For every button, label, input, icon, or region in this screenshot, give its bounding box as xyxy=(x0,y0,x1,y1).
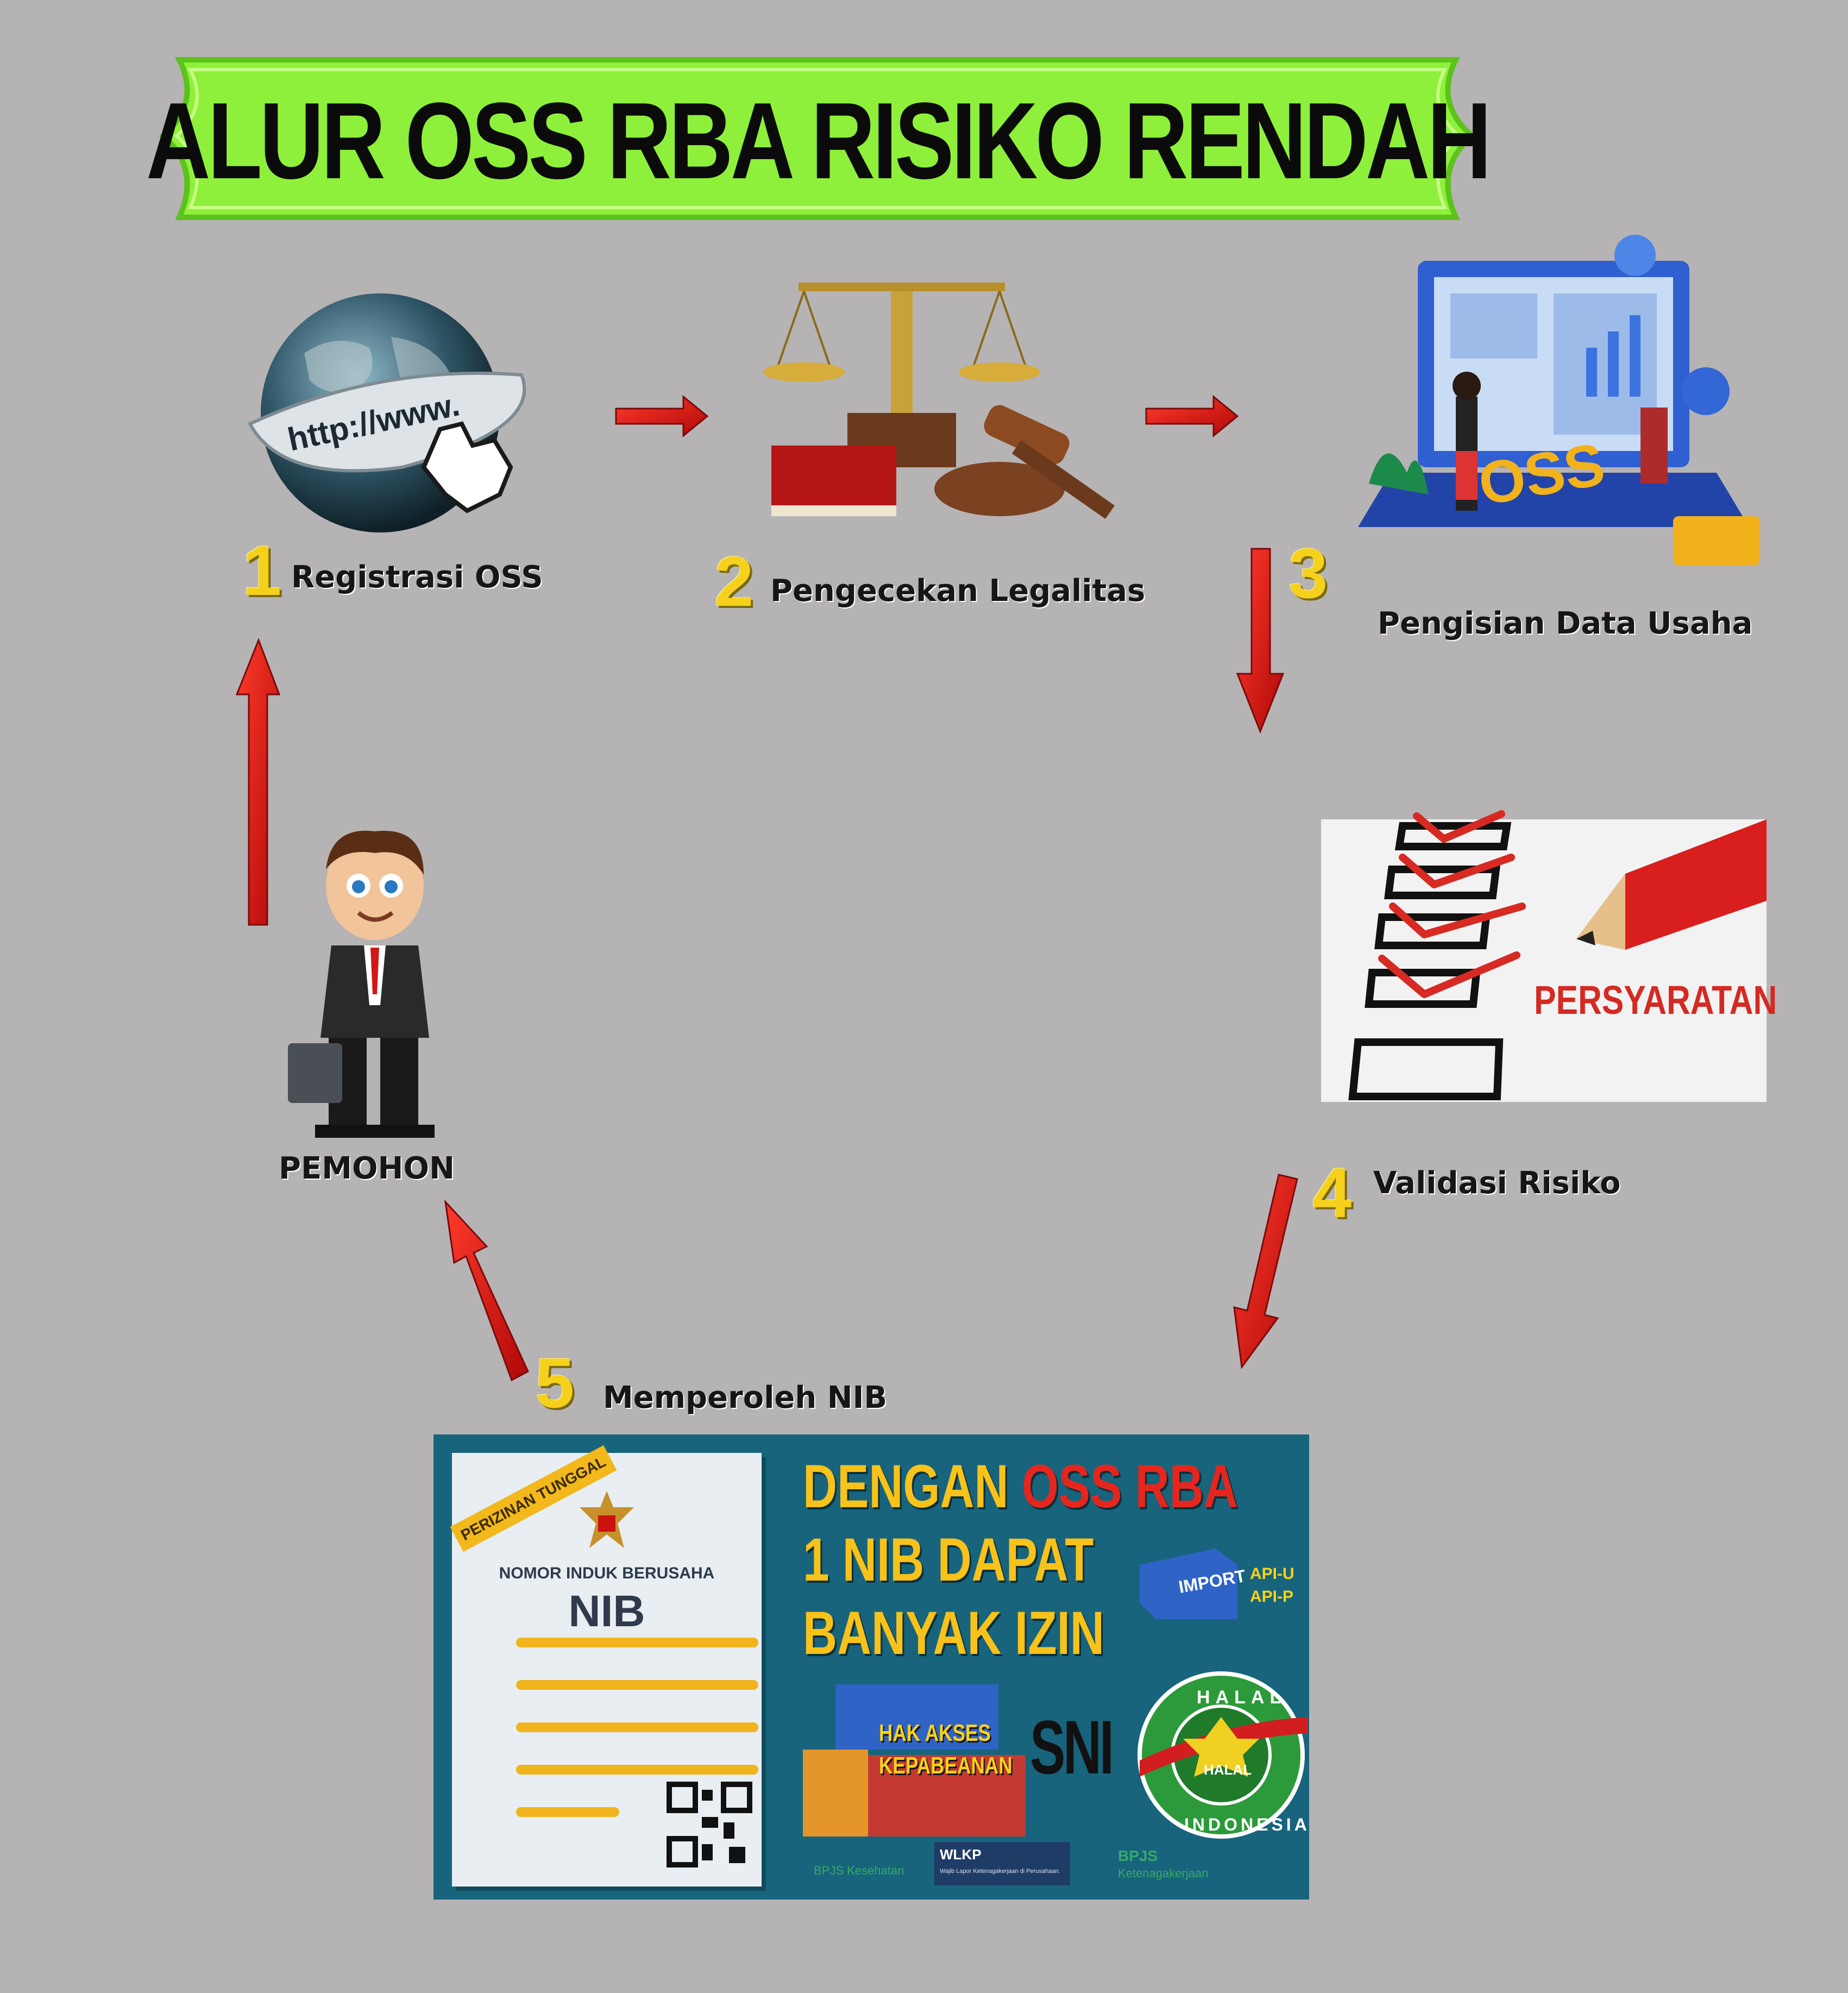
step-3-number: 3 xyxy=(1288,534,1328,613)
arrow-applicant-to-1 xyxy=(235,637,281,926)
businessman-icon xyxy=(288,830,435,1138)
persyaratan-label: PERSYARATAN xyxy=(1534,977,1777,1023)
nib-card: PERIZINAN TUNGGAL NOMOR INDUK BERUSAHA N… xyxy=(450,1445,762,1887)
wlkp-subtitle: Wajib Lapor Ketenagakerjaan di Perusahaa… xyxy=(940,1868,1060,1875)
halal-center-text: HALAL xyxy=(1204,1762,1252,1778)
step-4-number: 4 xyxy=(1312,1153,1352,1232)
bpjs-tk-logo-line-2: Ketenagakerjaan xyxy=(1118,1866,1209,1880)
page-title: ALUR OSS RBA RISIKO RENDAH xyxy=(146,80,1492,202)
oss-laptop-icon: OSS xyxy=(1358,235,1760,565)
arrow-2-to-3 xyxy=(1145,394,1239,438)
bpjs-tk-logo-line-1: BPJS xyxy=(1118,1847,1158,1864)
nib-card-line-5 xyxy=(516,1807,619,1817)
halal-bottom-text: INDONESIA xyxy=(1184,1815,1310,1834)
wlkp-logo: WLKP Wajib Lapor Ketenagakerjaan di Peru… xyxy=(934,1842,1070,1885)
nib-card-line-3 xyxy=(516,1722,758,1732)
nib-card-code: NIB xyxy=(568,1587,645,1636)
api-u-label: API-U xyxy=(1250,1565,1294,1583)
banner-line-2: 1 NIB DAPAT xyxy=(803,1526,1094,1594)
arrow-5-to-applicant xyxy=(444,1199,529,1382)
qr-code-icon xyxy=(667,1782,752,1867)
step-3-label: Pengisian Data Usaha xyxy=(1378,606,1753,641)
nib-banner: PERIZINAN TUNGGAL NOMOR INDUK BERUSAHA N… xyxy=(433,1434,1309,1900)
arrow-3-to-4 xyxy=(1236,548,1285,734)
applicant-label: PEMOHON xyxy=(279,1151,455,1186)
step-2-number: 2 xyxy=(714,542,754,621)
customs-label-2: KEPABEANAN xyxy=(879,1752,1013,1779)
import-container-icon: IMPORT xyxy=(1140,1549,1247,1619)
halal-top-text: HALAL xyxy=(1197,1687,1287,1708)
checklist-icon xyxy=(1348,810,1767,1100)
banner-line-1-highlight: OSS RBA xyxy=(1021,1452,1238,1520)
nib-card-line-1 xyxy=(516,1638,758,1647)
checklist-image: PERSYARATAN xyxy=(1321,810,1777,1102)
step-4-label: Validasi Risiko xyxy=(1373,1165,1621,1201)
bpjs-kesehatan-logo: BPJS Kesehatan xyxy=(814,1864,904,1877)
nib-card-heading: NOMOR INDUK BERUSAHA xyxy=(499,1564,715,1582)
halal-logo-icon xyxy=(1137,1671,1308,1839)
title-banner: ALUR OSS RBA RISIKO RENDAH xyxy=(146,54,1492,228)
banner-line-1-prefix: DENGAN xyxy=(803,1452,1022,1520)
step-5-number: 5 xyxy=(535,1343,575,1422)
justice-scales-icon xyxy=(763,283,1115,519)
step-5-label: Memperoleh NIB xyxy=(603,1380,888,1415)
step-1-label: Registrasi OSS xyxy=(291,560,543,595)
sni-logo: SNI xyxy=(1030,1704,1114,1790)
nib-card-line-4 xyxy=(516,1765,758,1775)
banner-shape xyxy=(159,57,1476,220)
wlkp-title: WLKP xyxy=(940,1846,982,1863)
customs-label-1: HAK AKSES xyxy=(879,1720,991,1746)
step-1-number: 1 xyxy=(242,531,282,610)
banner-line-3: BANYAK IZIN xyxy=(803,1599,1104,1667)
globe-icon: http://www. xyxy=(247,293,526,532)
banner-line-1: DENGAN OSS RBA xyxy=(803,1456,1238,1517)
nib-card-line-2 xyxy=(516,1680,758,1690)
garuda-emblem-icon xyxy=(580,1491,634,1548)
api-p-label: API-P xyxy=(1250,1588,1294,1606)
arrow-4-to-5 xyxy=(1233,1174,1298,1369)
arrow-1-to-2 xyxy=(615,394,709,438)
step-2-label: Pengecekan Legalitas xyxy=(770,573,1146,609)
shipping-containers-icon xyxy=(803,1684,1026,1837)
